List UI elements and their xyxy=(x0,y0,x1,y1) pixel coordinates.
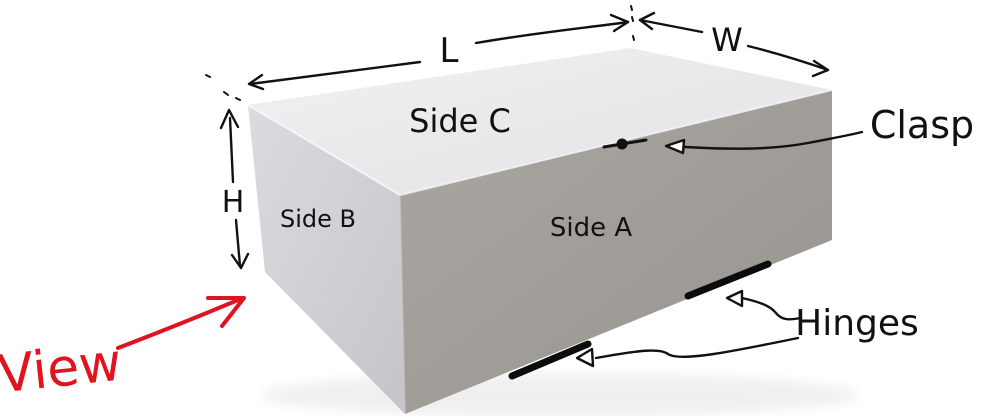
height-label: H xyxy=(222,185,245,220)
hinge-right xyxy=(684,260,772,300)
box-shadow xyxy=(260,373,860,416)
corner-ticks xyxy=(205,5,635,101)
hinge-marks xyxy=(508,260,772,380)
view-arrow xyxy=(116,296,246,350)
side-a-face xyxy=(400,90,832,414)
top-face xyxy=(248,48,832,195)
top-front-edge xyxy=(399,89,833,196)
top-side-edge xyxy=(247,104,401,196)
side-c-label: Side C xyxy=(409,102,511,140)
clasp-label: Clasp xyxy=(870,103,974,147)
hinge-pointer-arrows xyxy=(575,289,802,368)
length-dimension-arrow xyxy=(247,13,630,91)
hinges-label: Hinges xyxy=(795,303,919,344)
side-b-label: Side B xyxy=(280,205,356,233)
length-label: L xyxy=(440,31,459,71)
front-vertical-edge xyxy=(399,194,406,415)
height-dimension-arrow xyxy=(219,108,250,270)
side-a-label: Side A xyxy=(550,213,632,243)
clasp-mark xyxy=(602,138,648,150)
hinge-left xyxy=(508,340,592,380)
clasp-pointer-arrow xyxy=(664,130,864,155)
width-dimension-arrow xyxy=(638,11,830,78)
view-label: View xyxy=(0,333,124,406)
width-label: W xyxy=(711,21,743,59)
side-b-face xyxy=(248,105,405,414)
